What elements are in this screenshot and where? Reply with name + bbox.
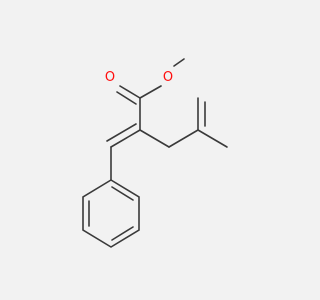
benzene-double-1: [111, 186, 134, 201]
bond-carbonyl-double-2: [116, 91, 137, 105]
structure-diagram: O O: [82, 58, 228, 248]
bond-alpha-ch2: [139, 129, 170, 148]
bond-ch2-quaternary: [168, 129, 199, 148]
benzene-ring: [82, 179, 140, 248]
bond-alpha-vinyl-1: [110, 129, 141, 148]
oxygen-carbonyl-label: O: [105, 70, 115, 85]
bond-o-carbonyl-carbon: [139, 85, 162, 99]
benzene-double-2: [111, 226, 134, 241]
oxygen-ester-label: O: [163, 70, 173, 85]
bond-methyl-o: [173, 58, 185, 67]
bond-quaternary-methyl: [197, 129, 228, 148]
bond-carbonyl-double-1: [119, 85, 141, 99]
bond-alpha-vinyl-2: [106, 123, 137, 142]
